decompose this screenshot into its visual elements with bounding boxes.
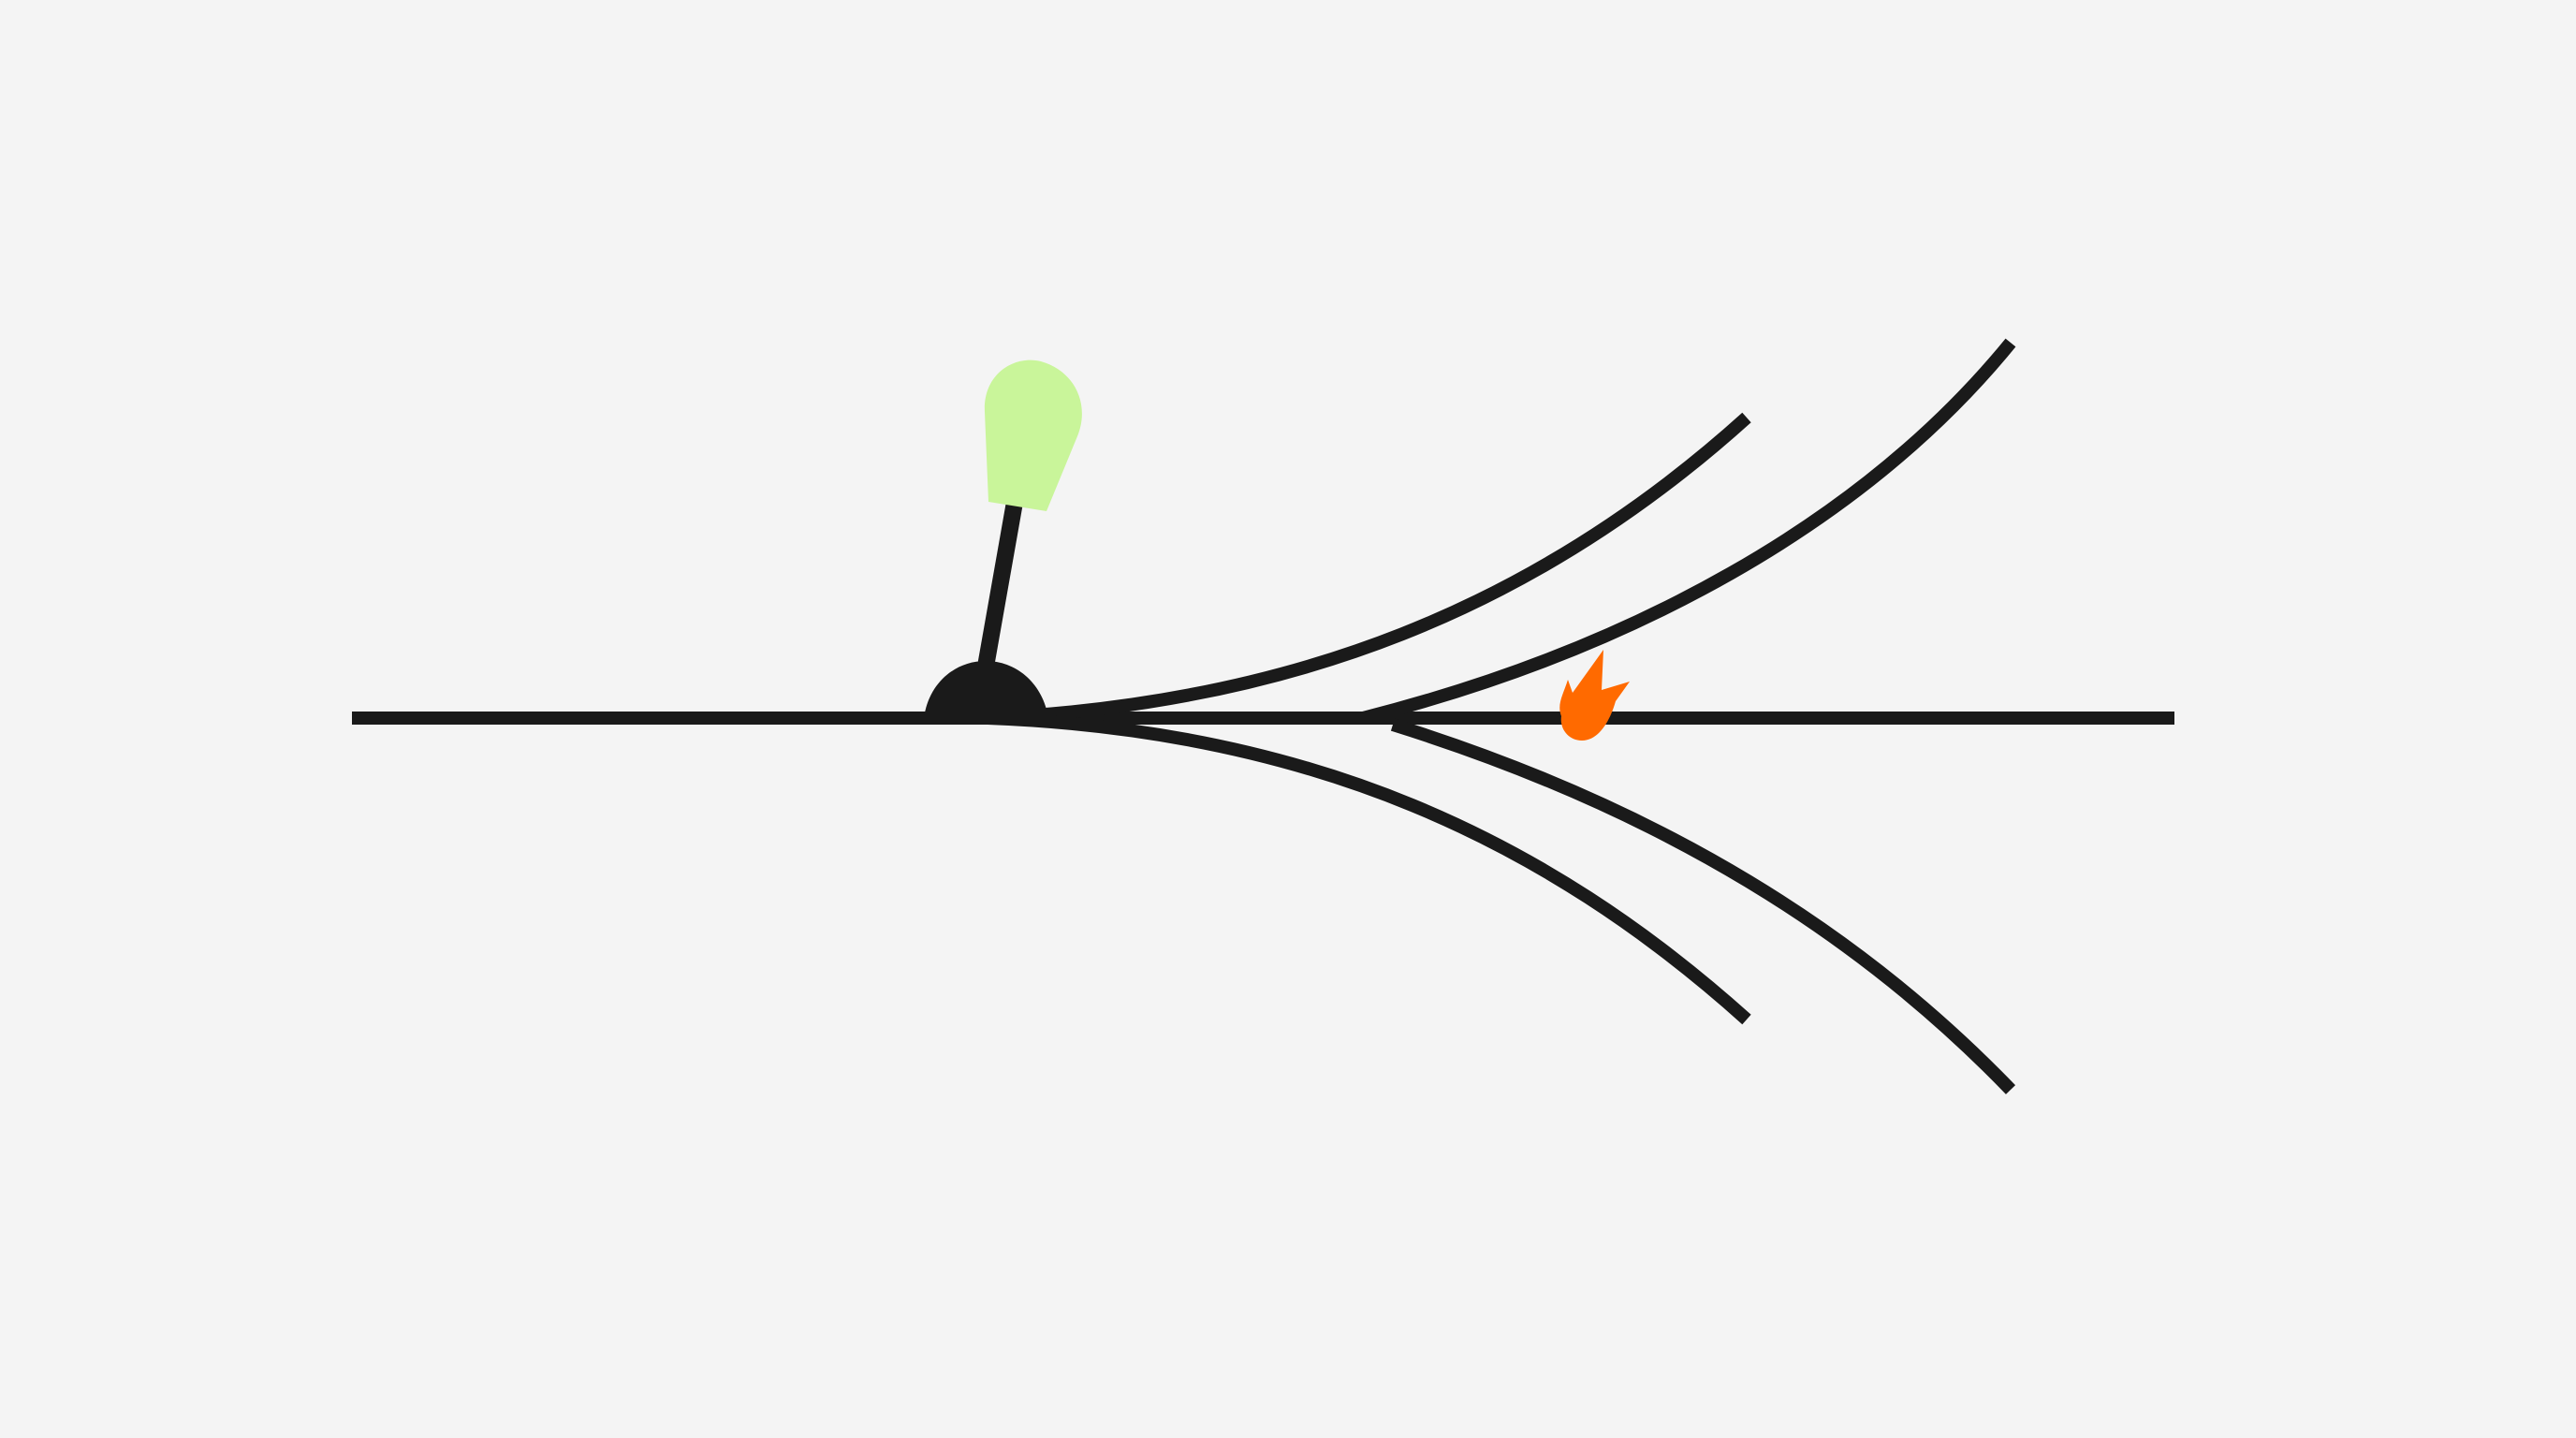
lever-base (924, 661, 1048, 718)
branch-lower-inner (987, 712, 1751, 1025)
switch-lever[interactable] (924, 360, 1082, 718)
branch-lower-outer (1390, 718, 2016, 1094)
branch-upper-inner (987, 412, 1751, 725)
lever-switch-icon[interactable] (984, 360, 1082, 511)
branch-upper-outer (1361, 338, 2016, 725)
lever-rod (977, 474, 1028, 668)
fire-icon (1559, 650, 1630, 741)
